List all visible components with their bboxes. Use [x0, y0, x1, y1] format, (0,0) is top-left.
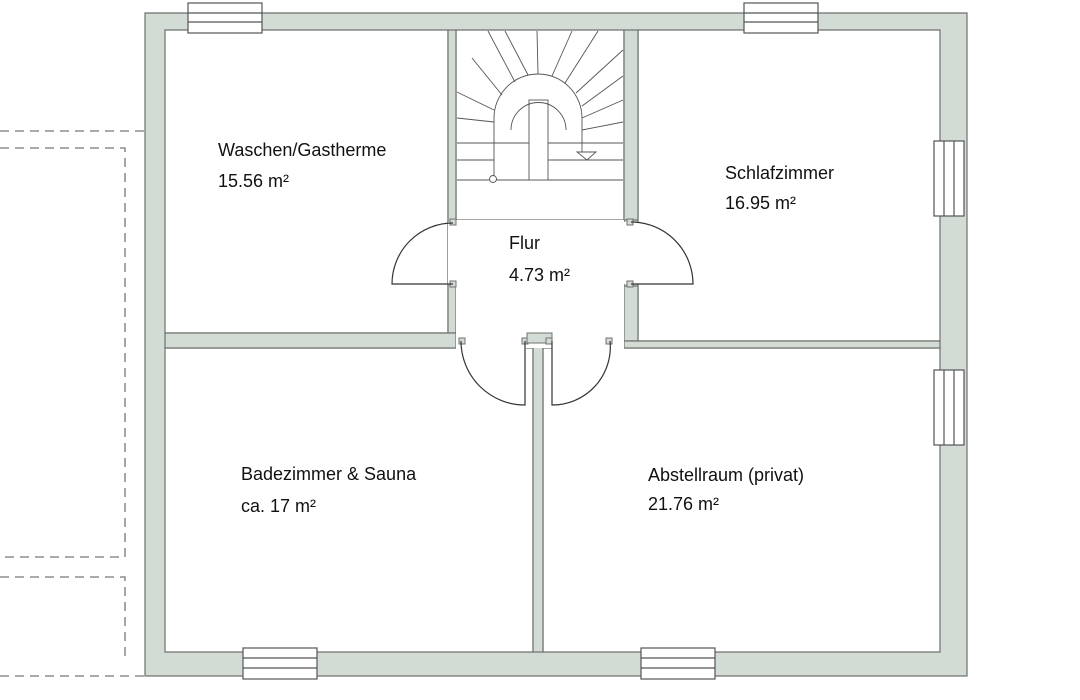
door-swing-schlaf: [630, 221, 694, 285]
room-name-bad: Badezimmer & Sauna: [241, 464, 417, 484]
room-area-schlaf: 16.95 m²: [725, 193, 796, 213]
interior-wall-vertical-lower: [532, 339, 544, 653]
room-labels: Waschen/Gastherme 15.56 m² Schlafzimmer …: [218, 140, 834, 516]
adjacent-structure-outline: [0, 130, 145, 677]
windows: [187, 2, 965, 680]
interior-wall-left: [447, 29, 457, 334]
interior-wall-middle-horizontal-right: [623, 340, 941, 349]
room-area-abstell: 21.76 m²: [648, 494, 719, 514]
window-right-lower: [933, 369, 965, 446]
staircase: [456, 30, 624, 183]
window-top-right: [743, 2, 819, 34]
window-bottom-right: [640, 647, 716, 680]
window-bottom-left: [242, 647, 318, 680]
door-swing-abstell: [551, 340, 611, 406]
door-swing-waschen: [391, 222, 454, 285]
interior-wall-stair-right: [623, 29, 639, 221]
room-name-schlaf: Schlafzimmer: [725, 163, 834, 183]
stair-arrow: [575, 151, 598, 161]
room-name-flur: Flur: [509, 233, 540, 253]
room-name-abstell: Abstellraum (privat): [648, 465, 804, 485]
room-area-flur: 4.73 m²: [509, 265, 570, 285]
stair-start-circle: [489, 175, 497, 183]
window-top-left: [187, 2, 263, 34]
walls: [144, 12, 968, 677]
door-openings: [448, 220, 639, 349]
room-area-waschen: 15.56 m²: [218, 171, 289, 191]
door-swings: [391, 221, 694, 406]
door-swing-bad: [460, 340, 526, 406]
room-area-bad: ca. 17 m²: [241, 496, 316, 516]
room-name-waschen: Waschen/Gastherme: [218, 140, 386, 160]
window-right-upper: [933, 140, 965, 217]
interior-wall-middle-horizontal-left: [164, 332, 457, 349]
interior-wall-hall-right: [623, 285, 639, 342]
stair-center-post: [528, 99, 549, 181]
